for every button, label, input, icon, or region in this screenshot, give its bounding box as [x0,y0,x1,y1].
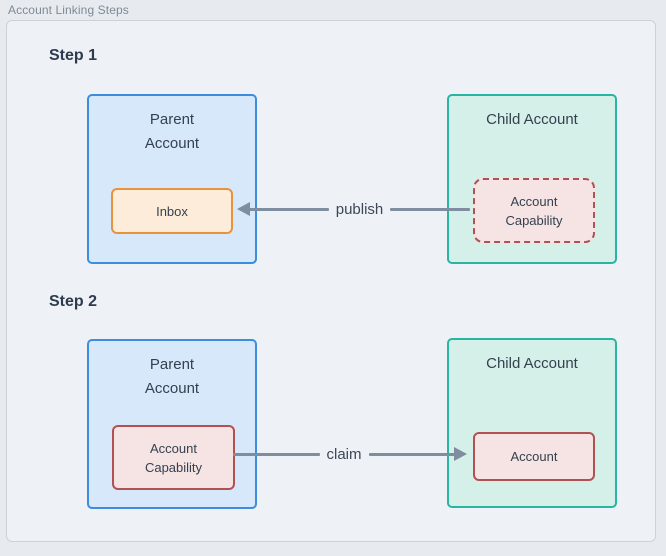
step-2-heading: Step 2 [49,293,98,310]
arrow-line [249,207,329,211]
step2-child-account-node: Child Account Account [447,338,617,508]
arrowhead-left-icon [237,202,250,216]
claim-arrow: claim [233,444,468,464]
step2-account-node: Account [473,432,595,481]
node-title: Parent Account [144,111,200,152]
arrowhead-right-icon [454,447,468,461]
arrow-line [390,207,471,211]
arrow-label: claim [326,445,362,463]
step1-child-account-node: Child Account Account Capability [447,94,617,264]
node-label: Account Capability [505,193,563,228]
step1-inbox-node: Inbox [111,188,233,234]
diagram-frame: Step 1 Parent Account Inbox Child Accoun… [6,20,656,542]
step2-account-capability-node: Account Capability [112,425,235,490]
diagram-title: Account Linking Steps [8,3,129,17]
publish-arrow: publish [237,199,471,219]
step1-parent-account-node: Parent Account Inbox [87,94,257,264]
arrow-line [233,452,320,456]
node-label: Inbox [156,203,188,219]
arrow-label: publish [335,200,384,218]
node-label: Account [510,449,558,464]
node-title: Child Account [486,111,578,128]
arrow-line [368,452,456,456]
node-title: Child Account [486,355,578,372]
node-label: Account Capability [144,440,203,475]
step2-parent-account-node: Parent Account Account Capability [87,339,257,509]
step1-account-capability-node: Account Capability [473,178,595,243]
step-1-heading: Step 1 [49,47,98,64]
node-title: Parent Account [144,356,200,397]
